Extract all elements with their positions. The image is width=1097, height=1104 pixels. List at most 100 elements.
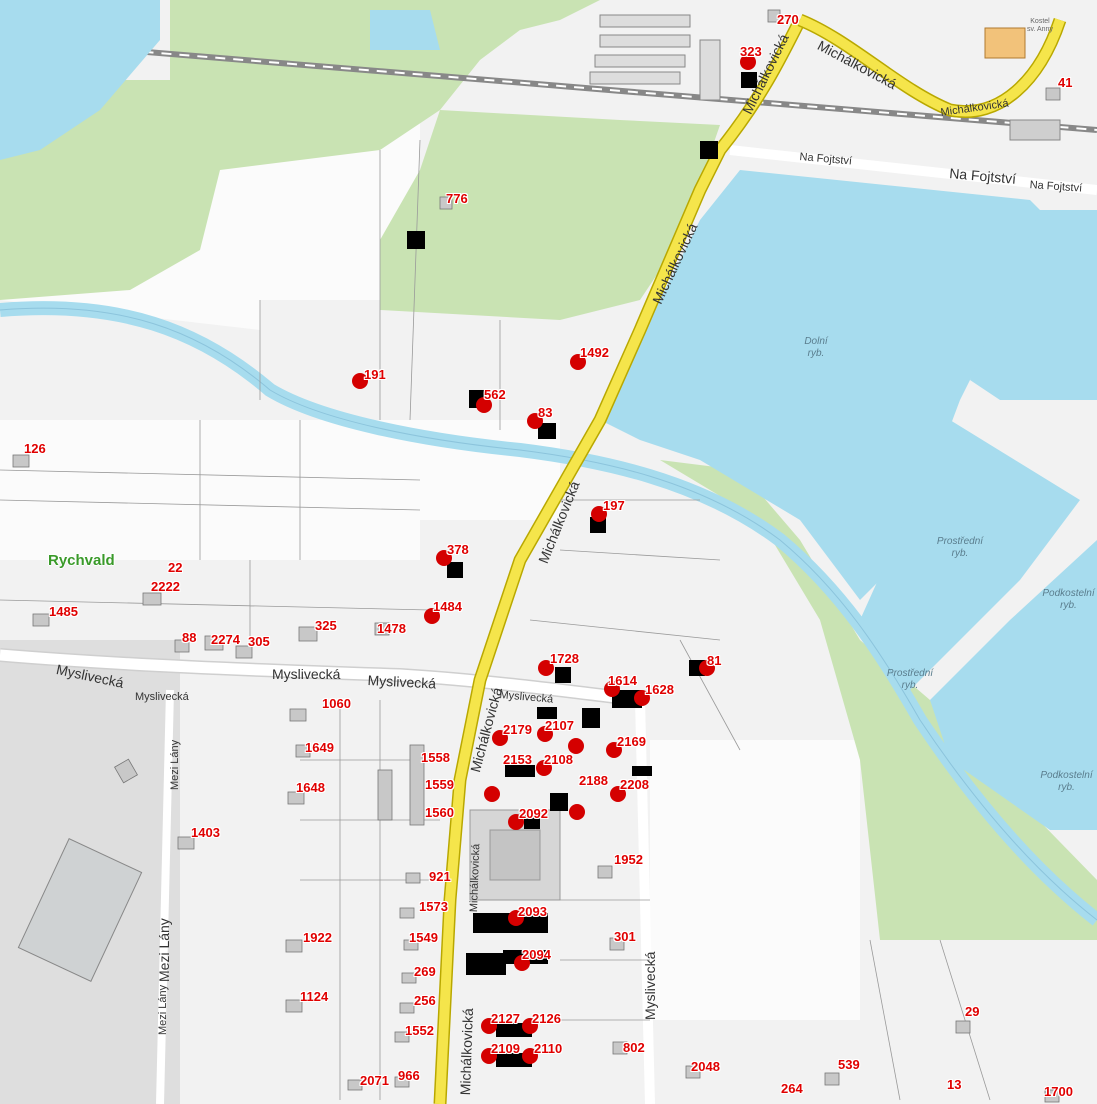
parcel-label: 2208: [620, 777, 649, 792]
building-marker[interactable]: [555, 667, 571, 683]
parcel-label: 13: [947, 1077, 962, 1092]
parcel-label: 1549: [409, 930, 438, 945]
building-marker[interactable]: [447, 562, 463, 578]
pond-label: Prostřední ryb.: [936, 536, 984, 559]
parcel-label: 2048: [691, 1059, 720, 1074]
address-marker[interactable]: [514, 955, 530, 971]
parcel-label: 776: [446, 191, 468, 206]
parcel-label: 2071: [360, 1073, 389, 1088]
building-marker[interactable]: [524, 815, 540, 829]
parcel-label: 126: [24, 441, 46, 456]
pond-label: Podkostelní ryb.: [1040, 770, 1093, 793]
address-marker[interactable]: [522, 1018, 538, 1034]
street-label: Mezi Lány: [169, 739, 181, 790]
address-marker[interactable]: [476, 397, 492, 413]
parcel-label: 256: [414, 993, 436, 1008]
address-marker[interactable]: [508, 814, 524, 830]
address-marker[interactable]: [424, 608, 440, 624]
pond: [970, 210, 1097, 400]
parcel-label: 83: [538, 405, 553, 420]
address-marker[interactable]: [481, 1048, 497, 1064]
building-marker[interactable]: [582, 708, 600, 728]
pond: [0, 0, 160, 160]
address-marker[interactable]: [508, 910, 524, 926]
address-marker[interactable]: [606, 742, 622, 758]
parcel-label: 921: [429, 869, 451, 884]
parcel-label: 1478: [377, 621, 406, 636]
parcel-label: 1573: [419, 899, 448, 914]
address-marker[interactable]: [699, 660, 715, 676]
parcel-label: 2153: [503, 752, 532, 767]
building-marker[interactable]: [407, 231, 425, 249]
parcel-label: 323: [740, 44, 762, 59]
address-marker[interactable]: [569, 804, 585, 820]
parcel-label: 2093: [518, 904, 547, 919]
address-marker[interactable]: [484, 786, 500, 802]
address-marker[interactable]: [352, 373, 368, 389]
parcel-label: 1060: [322, 696, 351, 711]
parcel-label: 1552: [405, 1023, 434, 1038]
parcel-label: 1484: [433, 599, 462, 614]
street-label: Michálkovická: [457, 1007, 477, 1096]
address-marker[interactable]: [538, 660, 554, 676]
pond-label: Prostřední ryb.: [886, 668, 934, 691]
pond-label: Dolní ryb.: [804, 336, 828, 359]
parcel-label: 1922: [303, 930, 332, 945]
building-marker[interactable]: [505, 765, 535, 777]
pond-label: Podkostelní ryb.: [1042, 588, 1095, 611]
building-marker[interactable]: [550, 793, 568, 811]
address-marker[interactable]: [481, 1018, 497, 1034]
parcel-label: 562: [484, 387, 506, 402]
street-label: Myslivecká: [642, 951, 658, 1020]
address-marker[interactable]: [610, 786, 626, 802]
parcel-label: 378: [447, 542, 469, 557]
address-marker[interactable]: [527, 413, 543, 429]
address-marker[interactable]: [570, 354, 586, 370]
address-marker[interactable]: [492, 730, 508, 746]
parcel-label: 2110: [534, 1041, 563, 1056]
parcel-label: 305: [248, 634, 270, 649]
parcel-label: 1558: [421, 750, 450, 765]
address-marker[interactable]: [568, 738, 584, 754]
parcel-label: 1485: [49, 604, 78, 619]
parcel-label: 1649: [305, 740, 334, 755]
parcel-label: 1492: [580, 345, 609, 360]
parcel-label: 2109: [491, 1041, 520, 1056]
forest-area: [170, 0, 600, 170]
parcel-label: 2107: [545, 718, 574, 733]
address-marker[interactable]: [740, 54, 756, 70]
parcel-label: 29: [965, 1004, 980, 1019]
parcel-label: 1124: [300, 989, 329, 1004]
parcel-label: 2127: [491, 1011, 520, 1026]
building-marker[interactable]: [700, 141, 718, 159]
parcel-label: 2169: [617, 734, 646, 749]
address-marker[interactable]: [522, 1048, 538, 1064]
address-marker[interactable]: [436, 550, 452, 566]
pond: [370, 10, 440, 50]
address-marker[interactable]: [591, 506, 607, 522]
street-label: Mezi Lány: [157, 984, 169, 1035]
forest-area: [380, 110, 720, 320]
pond: [930, 540, 1097, 830]
parcel-label: 1560: [425, 805, 454, 820]
address-marker[interactable]: [604, 681, 620, 697]
building-marker[interactable]: [632, 766, 652, 776]
address-marker[interactable]: [537, 726, 553, 742]
street-label: Myslivecká: [367, 672, 437, 692]
parcel-label: 966: [398, 1068, 420, 1083]
parcel-label: 1728: [550, 651, 579, 666]
building-marker[interactable]: [741, 72, 757, 88]
parcel-label: 1952: [614, 852, 643, 867]
address-marker[interactable]: [536, 760, 552, 776]
address-marker[interactable]: [634, 690, 650, 706]
parcel-label: 88: [182, 630, 197, 645]
building-marker[interactable]: [466, 953, 506, 975]
parcel-label: 1403: [191, 825, 220, 840]
parcel-label: 191: [364, 367, 386, 382]
building-marker[interactable]: [537, 707, 557, 719]
parcel-label: 2274: [211, 632, 240, 647]
parcel-label: 2092: [519, 806, 548, 821]
building-marker[interactable]: [538, 423, 556, 439]
street-label: Myslivecká: [135, 691, 189, 703]
